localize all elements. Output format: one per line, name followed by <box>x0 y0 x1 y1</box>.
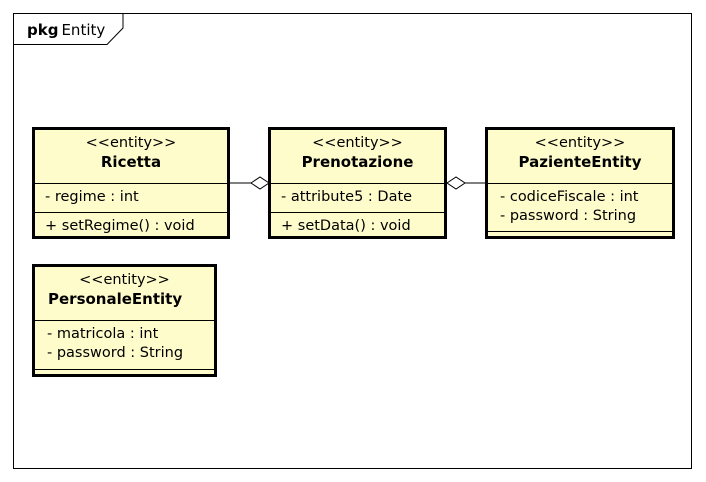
operations-compartment: + setData() : void <box>271 213 444 240</box>
stereotype-label: <<entity>> <box>312 135 403 151</box>
operations-compartment <box>35 370 214 378</box>
operations-compartment: + setRegime() : void <box>35 213 227 240</box>
attributes-compartment: - regime : int <box>35 184 227 213</box>
class-header: <<entity>> PazienteEntity <box>488 130 672 184</box>
aggregation-prenotazione-paziente[interactable] <box>446 176 486 190</box>
attributes-compartment: - codiceFiscale : int - password : Strin… <box>488 184 672 232</box>
aggregation-ricetta-prenotazione[interactable] <box>230 176 270 190</box>
class-header: <<entity>> PersonaleEntity <box>35 267 214 321</box>
package-frame <box>13 13 692 469</box>
package-name: Entity <box>61 21 106 39</box>
class-personale-entity[interactable]: <<entity>> PersonaleEntity - matricola :… <box>32 264 217 377</box>
operation-row: + setData() : void <box>281 218 411 234</box>
attribute-row: - password : String <box>500 208 637 224</box>
class-name: PersonaleEntity <box>48 290 183 308</box>
attributes-compartment: - attribute5 : Date <box>271 184 444 213</box>
class-name: Ricetta <box>100 153 162 171</box>
package-keyword: pkg <box>27 21 59 39</box>
attribute-row: - attribute5 : Date <box>281 189 413 205</box>
operations-compartment <box>488 232 672 240</box>
stereotype-label: <<entity>> <box>85 135 177 151</box>
stereotype-label: <<entity>> <box>79 272 170 288</box>
class-paziente-entity[interactable]: <<entity>> PazienteEntity - codiceFiscal… <box>485 127 675 239</box>
attribute-row: - password : String <box>47 345 184 361</box>
class-header: <<entity>> Ricetta <box>35 130 227 184</box>
attributes-compartment: - matricola : int - password : String <box>35 321 214 370</box>
stereotype-label: <<entity>> <box>534 135 626 151</box>
attribute-row: - regime : int <box>45 189 139 205</box>
operation-row: + setRegime() : void <box>45 218 195 234</box>
class-header: <<entity>> Prenotazione <box>271 130 444 184</box>
class-name: Prenotazione <box>301 153 414 171</box>
attribute-row: - matricola : int <box>47 326 159 342</box>
attribute-row: - codiceFiscale : int <box>500 189 639 205</box>
class-ricetta[interactable]: <<entity>> Ricetta - regime : int + setR… <box>32 127 230 239</box>
package-tab-outline <box>13 13 124 45</box>
class-prenotazione[interactable]: <<entity>> Prenotazione - attribute5 : D… <box>268 127 447 239</box>
class-name: PazienteEntity <box>518 153 642 171</box>
